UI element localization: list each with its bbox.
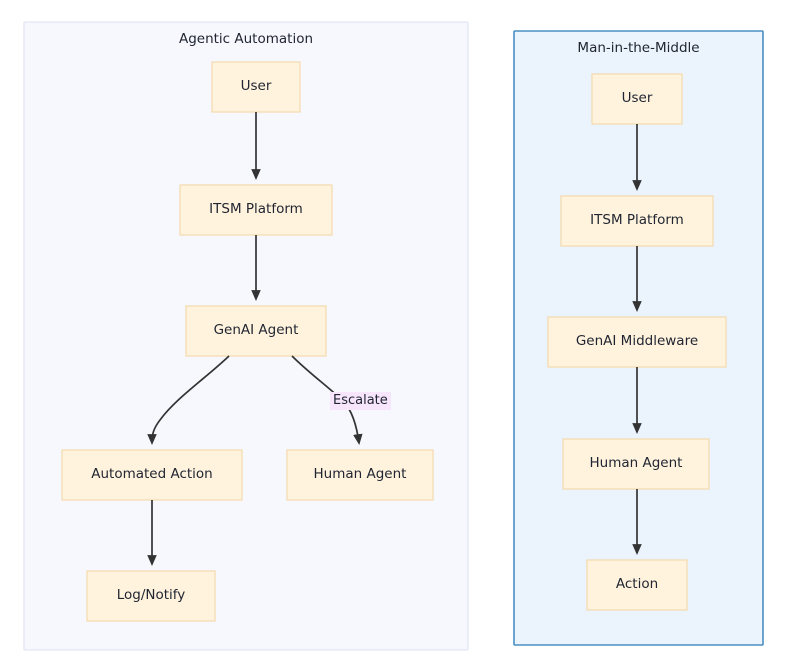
edge-genai-to-automated-action: [147, 355, 230, 446]
node-box-genai-agent[interactable]: [185, 305, 327, 357]
node-box-user-mitm[interactable]: [591, 73, 683, 125]
node-box-itsm-platform-mitm[interactable]: [560, 195, 714, 247]
node-box-action[interactable]: [586, 559, 688, 611]
node-box-automated-action[interactable]: [61, 449, 243, 501]
node-box-human-agent[interactable]: [286, 449, 434, 501]
node-box-itsm-platform[interactable]: [179, 184, 333, 236]
subgraph-title-man-in-the-middle: Man-in-the-Middle: [577, 40, 700, 56]
node-box-user[interactable]: [211, 61, 301, 113]
edge-label-escalate: Escalate: [330, 392, 391, 410]
node-box-log-notify[interactable]: [86, 570, 216, 622]
node-box-genai-middleware[interactable]: [547, 316, 727, 368]
subgraph-title-agentic-automation: Agentic Automation: [178, 31, 314, 47]
node-box-human-agent-mitm[interactable]: [562, 438, 710, 490]
